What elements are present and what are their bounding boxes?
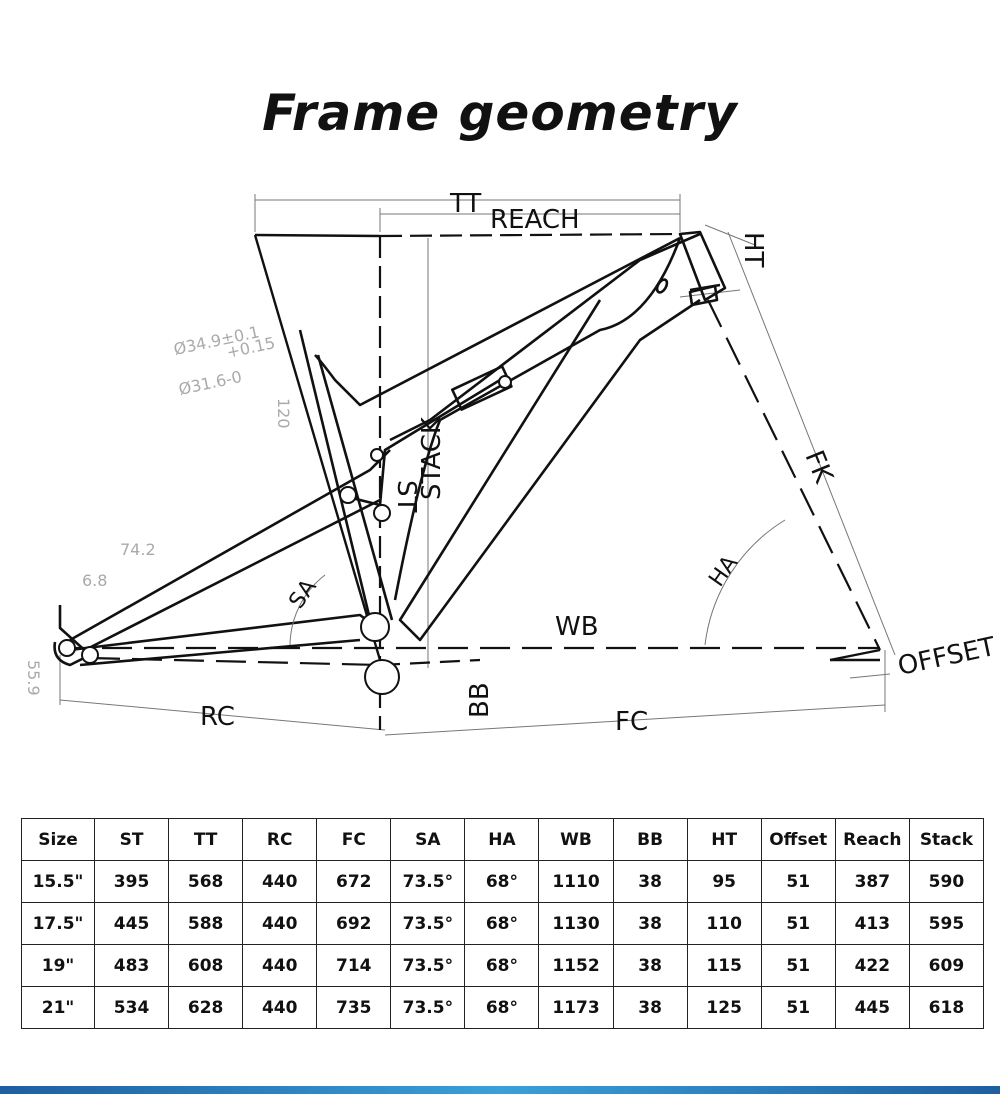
table-cell: 422: [834, 944, 910, 987]
table-cell: 440: [242, 902, 318, 945]
table-cell: 568: [168, 860, 244, 903]
table-cell: 19": [21, 944, 95, 987]
table-row: 19" 483 608 440 714 73.5° 68° 1152 38 11…: [21, 944, 985, 987]
table-cell: 68°: [464, 902, 540, 945]
table-cell: 125: [686, 986, 762, 1029]
table-cell: 115: [686, 944, 762, 987]
drop-a-dim: 6.8: [82, 571, 107, 590]
table-cell: 68°: [464, 860, 540, 903]
table-cell: 38: [612, 986, 688, 1029]
bottom-accent-bar: [0, 1086, 1000, 1094]
header-size: Size: [21, 818, 95, 861]
table-cell: 387: [834, 860, 910, 903]
label-wb: WB: [555, 612, 599, 642]
label-st: ST: [391, 480, 421, 513]
header-rc: RC: [242, 818, 318, 861]
pivots: [58, 375, 512, 695]
table-cell: 440: [242, 944, 318, 987]
table-cell: 483: [93, 944, 170, 987]
header-reach: Reach: [834, 818, 910, 861]
table-cell: 672: [316, 860, 392, 903]
label-tt: TT: [449, 189, 481, 219]
label-reach: REACH: [490, 205, 580, 235]
header-tt: TT: [168, 818, 244, 861]
header-stack: Stack: [908, 818, 985, 861]
table-cell: 38: [612, 860, 688, 903]
seatpost-inner-dim: Ø31.6-0: [177, 367, 244, 399]
table-cell: 735: [316, 986, 392, 1029]
table-cell: 608: [168, 944, 244, 987]
geometry-dashed-lines: [60, 232, 881, 730]
clamp-length-dim: 120: [274, 398, 293, 429]
header-sa: SA: [390, 818, 466, 861]
table-cell: 38: [612, 902, 688, 945]
table-cell: 618: [908, 986, 985, 1029]
header-bb: BB: [612, 818, 688, 861]
table-cell: 73.5°: [390, 860, 466, 903]
table-cell: 692: [316, 902, 392, 945]
angle-arcs: [289, 519, 786, 646]
table-cell: 395: [93, 860, 170, 903]
label-sa: SA: [284, 575, 321, 613]
table-cell: 440: [242, 986, 318, 1029]
label-rc: RC: [200, 702, 235, 732]
table-cell: 1110: [538, 860, 614, 903]
table-cell: 15.5": [21, 860, 95, 903]
table-header-row: Size ST TT RC FC SA HA WB BB HT Offset R…: [21, 818, 985, 861]
table-cell: 73.5°: [390, 986, 466, 1029]
header-fc: FC: [316, 818, 392, 861]
header-st: ST: [93, 818, 170, 861]
table-cell: 445: [93, 902, 170, 945]
label-bb: BB: [465, 682, 495, 718]
table-cell: 21": [21, 986, 95, 1029]
page-title: Frame geometry: [262, 84, 738, 142]
dimension-lines: [59, 194, 896, 736]
drop-b-dim: 55.9: [24, 660, 43, 696]
header-ht: HT: [686, 818, 762, 861]
table-cell: 1130: [538, 902, 614, 945]
table-cell: 1173: [538, 986, 614, 1029]
table-row: 17.5" 445 588 440 692 73.5° 68° 1130 38 …: [21, 902, 985, 945]
table-cell: 73.5°: [390, 944, 466, 987]
label-stack: STACK: [417, 416, 447, 500]
frame-geometry-diagram: Ø34.9±0.1 +0.15 Ø31.6-0 120 74.2 6.8 55.…: [24, 189, 998, 737]
label-fc: FC: [615, 707, 648, 737]
table-cell: 51: [760, 902, 836, 945]
table-cell: 628: [168, 986, 244, 1029]
table-cell: 17.5": [21, 902, 95, 945]
table-cell: 95: [686, 860, 762, 903]
header-wb: WB: [538, 818, 614, 861]
table-cell: 73.5°: [390, 902, 466, 945]
table-row: 21" 534 628 440 735 73.5° 68° 1173 38 12…: [21, 986, 985, 1029]
geometry-table: Size ST TT RC FC SA HA WB BB HT Offset R…: [21, 818, 985, 1029]
label-offset: OFFSET: [895, 632, 998, 682]
label-ht: HT: [738, 232, 768, 268]
header-offset: Offset: [760, 818, 836, 861]
table-cell: 534: [93, 986, 170, 1029]
label-fk: FK: [799, 446, 839, 488]
table-cell: 588: [168, 902, 244, 945]
table-cell: 38: [612, 944, 688, 987]
table-cell: 68°: [464, 986, 540, 1029]
table-cell: 110: [686, 902, 762, 945]
table-row: 15.5" 395 568 440 672 73.5° 68° 1110 38 …: [21, 860, 985, 903]
bike-frame: [53, 230, 727, 667]
table-cell: 445: [834, 986, 910, 1029]
header-ha: HA: [464, 818, 540, 861]
geometry-solid-lines: [253, 233, 881, 662]
table-cell: 51: [760, 986, 836, 1029]
table-cell: 1152: [538, 944, 614, 987]
table-cell: 590: [908, 860, 985, 903]
table-cell: 595: [908, 902, 985, 945]
table-cell: 440: [242, 860, 318, 903]
table-cell: 609: [908, 944, 985, 987]
table-cell: 51: [760, 860, 836, 903]
table-cell: 413: [834, 902, 910, 945]
shock-eye-dim: 74.2: [120, 540, 156, 559]
table-cell: 714: [316, 944, 392, 987]
table-cell: 51: [760, 944, 836, 987]
label-ha: HA: [704, 551, 743, 591]
table-cell: 68°: [464, 944, 540, 987]
geometry-labels: TT REACH HT STACK ST FK HA SA WB OFFSET …: [200, 189, 998, 737]
